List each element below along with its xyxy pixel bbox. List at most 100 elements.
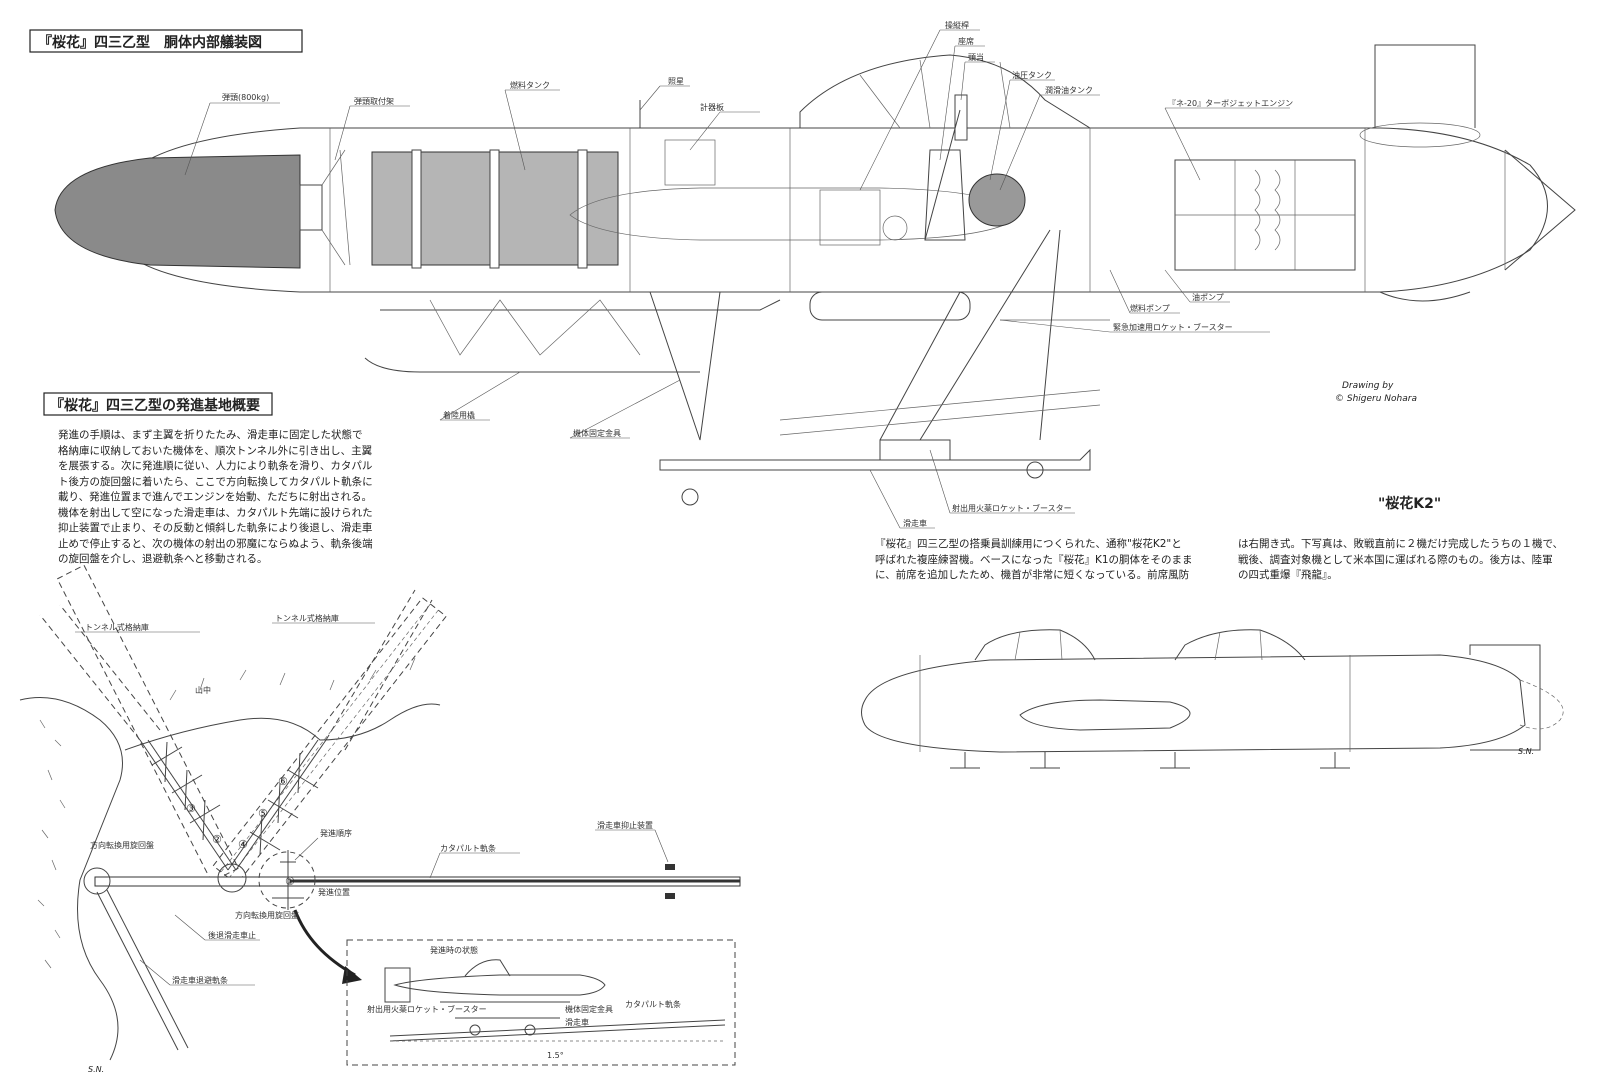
- order-4: ④: [238, 838, 248, 851]
- order-1: ①: [285, 875, 295, 888]
- launch-text-line: 止めで停止すると、次の機体の射出の邪魔にならぬよう、軌条後端: [58, 537, 373, 550]
- inset-angle-label: 1.5°: [547, 1051, 564, 1060]
- label-tunnel-right: トンネル式格納庫: [275, 613, 339, 623]
- launch-text-line: の旋回盤を介し、退避軌条へと移動される。: [58, 553, 268, 565]
- inset-rail-label: カタパルト軌条: [625, 999, 681, 1009]
- rail-ghost: [779, 389, 1101, 436]
- label-fuel-pump: 燃料ポンプ: [1130, 303, 1170, 313]
- hatching-top: [169, 657, 416, 701]
- cutaway-labels: 弾頭(800kg) 弾頭取付架 燃料タンク 照星 計器板 操縦桿 座席 頭当 油…: [184, 20, 1293, 529]
- queued-aircraft: [151, 741, 319, 856]
- label-stopper: 滑走車抑止装置: [597, 820, 653, 830]
- inset-arrowhead: [342, 966, 362, 984]
- k2-tail-fin: [1469, 644, 1541, 751]
- launch-carriage: [659, 448, 1091, 471]
- inset-carriage: [440, 1001, 570, 1019]
- warhead-mount: [321, 149, 351, 266]
- instrument-panel: [664, 139, 716, 186]
- label-fuel-tank: 燃料タンク: [510, 80, 550, 90]
- launch-inset: 発進時の状態 射出用火薬ロケット・ブースター 機体固定金具 滑走車 カタパルト軌…: [346, 939, 736, 1066]
- k2-description-left: 『桜花』四三乙型の搭乗員訓練用につくられた、通称"桜花K2"と 呼ばれた複座練習…: [875, 537, 1210, 584]
- carriage: [364, 229, 1101, 506]
- wing-root: [569, 187, 1021, 241]
- tunnel-right: [56, 564, 240, 883]
- turntable-rear: [83, 867, 111, 895]
- rail-to-left-tunnel: [147, 739, 237, 871]
- inset-wheel: [469, 1024, 481, 1036]
- label-launch-position: 発進位置: [318, 887, 350, 897]
- inset-rail: [389, 1019, 726, 1037]
- label-booster-rocket: 緊急加速用ロケット・ブースター: [1113, 322, 1233, 332]
- launch-base-plan: ① ② ③ ④ ⑤ ⑥: [19, 564, 741, 1061]
- order-6: ⑥: [278, 775, 288, 788]
- k2-skid-legs: [964, 752, 1336, 768]
- launch-text-line: 機体を射出して空になった滑走車は、カタパルト先端に設けられた: [58, 506, 373, 519]
- inset-frame: [346, 939, 736, 1066]
- launch-text-line: 格納庫に収納しておいた機体を、順次トンネル外に引き出し、主翼: [58, 444, 373, 457]
- label-carriage-stop: 後退滑走車止: [208, 930, 256, 940]
- launch-procedure-text: 発進の手順は、まず主翼を折りたたみ、滑走車に固定した状態で 格納庫に収納しておい…: [58, 428, 373, 568]
- launch-base-title-text: 『桜花』四三乙型の発進基地概要: [50, 397, 260, 414]
- launch-rocket: [879, 439, 951, 461]
- stopper: [665, 864, 675, 870]
- label-retreat-rail: 滑走車退避軌条: [172, 975, 228, 985]
- retreat-rail: [96, 891, 179, 1051]
- rail-to-right-tunnel: [227, 739, 319, 871]
- aircraft-at-launch: [272, 850, 304, 910]
- inset-arrow: [293, 909, 356, 977]
- label-launch-rocket: 射出用火薬ロケット・ブースター: [952, 503, 1072, 513]
- inset-rocket-label: 射出用火薬ロケット・ブースター: [367, 1004, 487, 1014]
- booster-rocket: [809, 291, 971, 321]
- inset-fuselage: [393, 974, 606, 996]
- cutaway-signature: Drawing by © Shigeru Nohara: [1335, 381, 1417, 404]
- inset-wheel: [524, 1024, 536, 1036]
- fuel-tank-band: [411, 149, 422, 269]
- oil-tank: [968, 173, 1026, 227]
- headrest: [954, 94, 968, 141]
- label-instrument: 計器板: [700, 102, 724, 112]
- label-lube-tank: 潤滑油タンク: [1045, 85, 1093, 95]
- label-mountain: 山中: [195, 685, 211, 695]
- label-carriage: 滑走車: [903, 518, 927, 528]
- k2-front-canopy: [974, 629, 1096, 661]
- label-seat: 座席: [958, 36, 974, 46]
- warhead-fuse: [299, 184, 323, 231]
- engine-coil: [1274, 169, 1281, 251]
- warhead: [54, 154, 301, 269]
- inset-fixing-label: 機体固定金具: [565, 1004, 613, 1014]
- inset-rail: [389, 1024, 726, 1042]
- hatching-left: [37, 719, 66, 969]
- k2-text-line: は右開き式。下写真は、敗戦直前に２機だけ完成したうちの１機で、: [1238, 538, 1564, 550]
- inset-title: 発進時の状態: [430, 945, 478, 955]
- cutaway-title: 『桜花』四三乙型 胴体内部艤装図: [29, 29, 303, 53]
- signature-line1: Drawing by: [1342, 381, 1394, 391]
- tail-cone: [1504, 149, 1576, 271]
- cliff-edge: [124, 703, 441, 751]
- carriage-struts: [649, 229, 1061, 441]
- label-landing-skid: 着陸用橇: [443, 410, 475, 420]
- ventral-fairing: [1379, 291, 1471, 302]
- inset-tail: [384, 967, 411, 1003]
- seat: [924, 149, 966, 241]
- fuselage-outline: [108, 127, 1548, 293]
- k2-text-line: に、前席を追加したため、機首が非常に短くなっている。前席風防: [875, 569, 1190, 581]
- signature-line2: © Shigeru Nohara: [1335, 394, 1417, 404]
- inset-carriage-label: 滑走車: [565, 1017, 589, 1027]
- launch-base-labels: トンネル式格納庫 トンネル式格納庫 山中 カタパルト軌条 滑走車抑止装置 発進順…: [75, 613, 669, 1074]
- base-signature: S.N.: [88, 1065, 104, 1074]
- order-2: ②: [212, 833, 222, 846]
- canopy: [799, 54, 1091, 129]
- k2-signature: S.N.: [1518, 747, 1534, 756]
- fuel-tank-band: [489, 149, 500, 269]
- engine-coil: [1254, 169, 1261, 251]
- launch-text-line: 抑止装置で止まり、その反動と傾斜した軌条により後退し、滑走車: [58, 522, 373, 534]
- launch-base-title: 『桜花』四三乙型の発進基地概要: [43, 392, 273, 416]
- order-3: ③: [186, 802, 196, 815]
- control-wheel: [882, 215, 908, 241]
- launch-text-line: ト後方の旋回盤に着いたら、ここで方向転換してカタパルト軌条に: [58, 475, 373, 488]
- skid-truss: [429, 299, 641, 356]
- label-engine: 『ネ-20』ターボジェットエンジン: [1168, 99, 1293, 108]
- tunnel-right-walls: [325, 589, 433, 751]
- rail-to-right-tunnel: [235, 739, 327, 871]
- canopy-frame: [859, 59, 1011, 129]
